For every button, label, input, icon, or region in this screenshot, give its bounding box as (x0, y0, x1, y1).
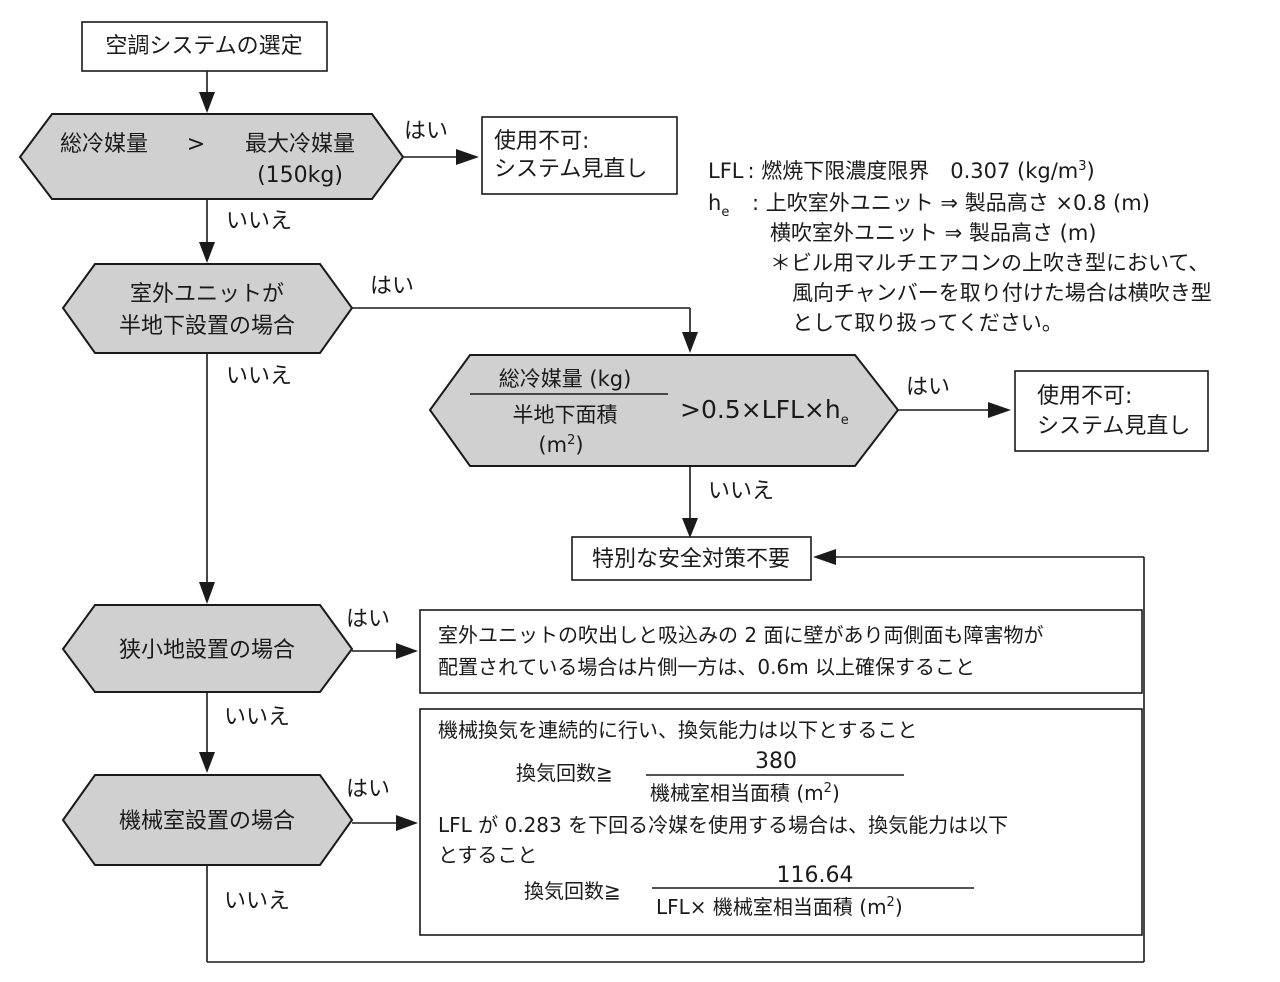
legend-he-key: h (708, 191, 721, 215)
no-safety-measures-node: 特別な安全対策不要 (571, 536, 812, 581)
result-unusable-1: 使用不可: システム見直し (481, 116, 678, 195)
no-label: いいえ (224, 705, 290, 730)
decision-total-refrigerant: 総冷媒量 > 最大冷媒量 (150kg) (18, 113, 405, 200)
yes-label: はい (404, 119, 448, 144)
no-measures-label: 特別な安全対策不要 (592, 547, 790, 572)
decision3-denominator: 半地下面積 (513, 403, 618, 427)
decision3-unit: (m2) (538, 433, 583, 457)
legend-he-line1: : 上吹室外ユニット ⇒ 製品高さ ×0.8 (m) (752, 191, 1150, 215)
legend-lfl-sup: 3 (1078, 159, 1086, 174)
arrowheads (199, 92, 1011, 831)
yes-label: はい (346, 777, 390, 802)
no-label: いいえ (226, 209, 292, 234)
decision3-condition: >0.5×LFL×he (680, 395, 849, 428)
legend-lfl-line: LFL: 燃焼下限濃度限界 0.307 (kg/m3) (708, 159, 1095, 183)
arrowhead (199, 242, 215, 263)
machine-room-note: 機械換気を連続的に行い、換気能力は以下とすること 換気回数≧ 380 機械室相当… (419, 708, 1143, 936)
formula2-den-text: LFL× 機械室相当面積 (m (656, 895, 887, 919)
decision3-unit-close: ) (575, 433, 583, 457)
legend-he-key-text: he (708, 191, 729, 220)
start-node: 空調システムの選定 (81, 21, 328, 72)
formula2-numerator: 116.64 (777, 863, 854, 888)
machine-note-line2: LFL が 0.283 を下回る冷媒を使用する場合は、換気能力は以下 (438, 813, 1008, 837)
formula1-den-close: ) (832, 781, 840, 805)
decision1-right1: 最大冷媒量 (245, 132, 355, 157)
arrowhead (813, 549, 836, 565)
decision3-condition-text: >0.5×LFL×h (680, 395, 841, 424)
narrow-note-line2: 配置されている場合は片側一方は、0.6m 以上確保すること (438, 655, 975, 679)
arrowhead (456, 149, 479, 165)
start-label: 空調システムの選定 (105, 34, 302, 59)
legend-he-sub: e (721, 205, 729, 220)
decision2-line2: 半地下設置の場合 (119, 314, 295, 339)
decision5-label: 機械室設置の場合 (119, 809, 295, 834)
decision-narrow-site: 狭小地設置の場合 (61, 604, 354, 693)
formula1-numerator: 380 (755, 749, 797, 774)
legend-note3: として取り扱ってください。 (792, 311, 1063, 335)
decision2-line1: 室外ユニットが (130, 282, 284, 307)
arrowhead (199, 92, 215, 113)
result-unusable-line1: 使用不可: (1037, 384, 1132, 409)
formula1-label: 換気回数≧ (516, 761, 613, 785)
formula1-denominator: 機械室相当面積 (m2) (650, 781, 840, 805)
result-unusable-2: 使用不可: システム見直し (1014, 370, 1209, 452)
decision3-condition-sub: e (841, 413, 849, 428)
legend-lfl-text: : 燃焼下限濃度限界 0.307 (kg/m (747, 159, 1078, 183)
yes-label: はい (906, 375, 950, 400)
decision4-label: 狭小地設置の場合 (119, 638, 295, 663)
legend-he-line2: 横吹室外ユニット ⇒ 製品高さ (m) (770, 221, 1096, 245)
formula2-denominator: LFL× 機械室相当面積 (m2) (656, 895, 903, 919)
arrowhead (396, 643, 418, 659)
formula2-label: 換気回数≧ (524, 879, 621, 903)
decision-semi-basement: 室外ユニットが 半地下設置の場合 (61, 263, 354, 354)
result-unusable-line1: 使用不可: (494, 129, 589, 154)
legend-note2: 風向チャンバーを取り付けた場合は横吹き型 (792, 281, 1212, 305)
no-label: いいえ (224, 889, 290, 914)
legend-lfl-close: ) (1087, 159, 1095, 183)
narrow-site-note: 室外ユニットの吹出しと吸込みの 2 面に壁があり両側面も障害物が 配置されている… (419, 609, 1143, 694)
arrowhead (682, 332, 698, 353)
decision3-unit-text: (m (538, 433, 567, 457)
formula1-den-sup: 2 (824, 781, 832, 796)
arrowhead (396, 815, 418, 831)
decision1-gt: > (187, 132, 205, 157)
connectors (206, 71, 1145, 963)
result-unusable-line2: システム見直し (1037, 414, 1190, 439)
arrowhead (682, 518, 698, 538)
decision1-right2: (150kg) (257, 163, 343, 188)
narrow-note-line1: 室外ユニットの吹出しと吸込みの 2 面に壁があり両側面も障害物が (438, 623, 1043, 647)
machine-note-line1: 機械換気を連続的に行い、換気能力は以下とすること (438, 718, 917, 742)
yes-label: はい (370, 274, 414, 299)
decision-refrigerant-per-area: 総冷媒量 (kg) 半地下面積 (m2) >0.5×LFL×he (428, 354, 900, 467)
no-label: いいえ (226, 364, 292, 389)
formula1-den-text: 機械室相当面積 (m (650, 781, 824, 805)
arrowhead (199, 752, 215, 773)
formula2-den-close: ) (895, 895, 903, 919)
legend-lfl-key: LFL (708, 159, 744, 183)
result-unusable-line2: システム見直し (494, 157, 647, 182)
yes-label: はい (346, 607, 390, 632)
decision3-unit-sup: 2 (567, 433, 575, 448)
decision-machine-room: 機械室設置の場合 (61, 774, 354, 866)
formula2-den-sup: 2 (887, 895, 895, 910)
no-label: いいえ (708, 479, 774, 504)
arrowhead (199, 582, 215, 604)
legend-note1: ＊ビル用マルチエアコンの上吹き型において、 (770, 251, 1209, 275)
machine-note-line3: とすること (438, 843, 537, 867)
decision3-numerator: 総冷媒量 (kg) (499, 367, 632, 391)
legend: LFL: 燃焼下限濃度限界 0.307 (kg/m3) he : 上吹室外ユニッ… (708, 159, 1212, 335)
decision1-left: 総冷媒量 (60, 132, 148, 157)
arrowhead (988, 402, 1011, 418)
